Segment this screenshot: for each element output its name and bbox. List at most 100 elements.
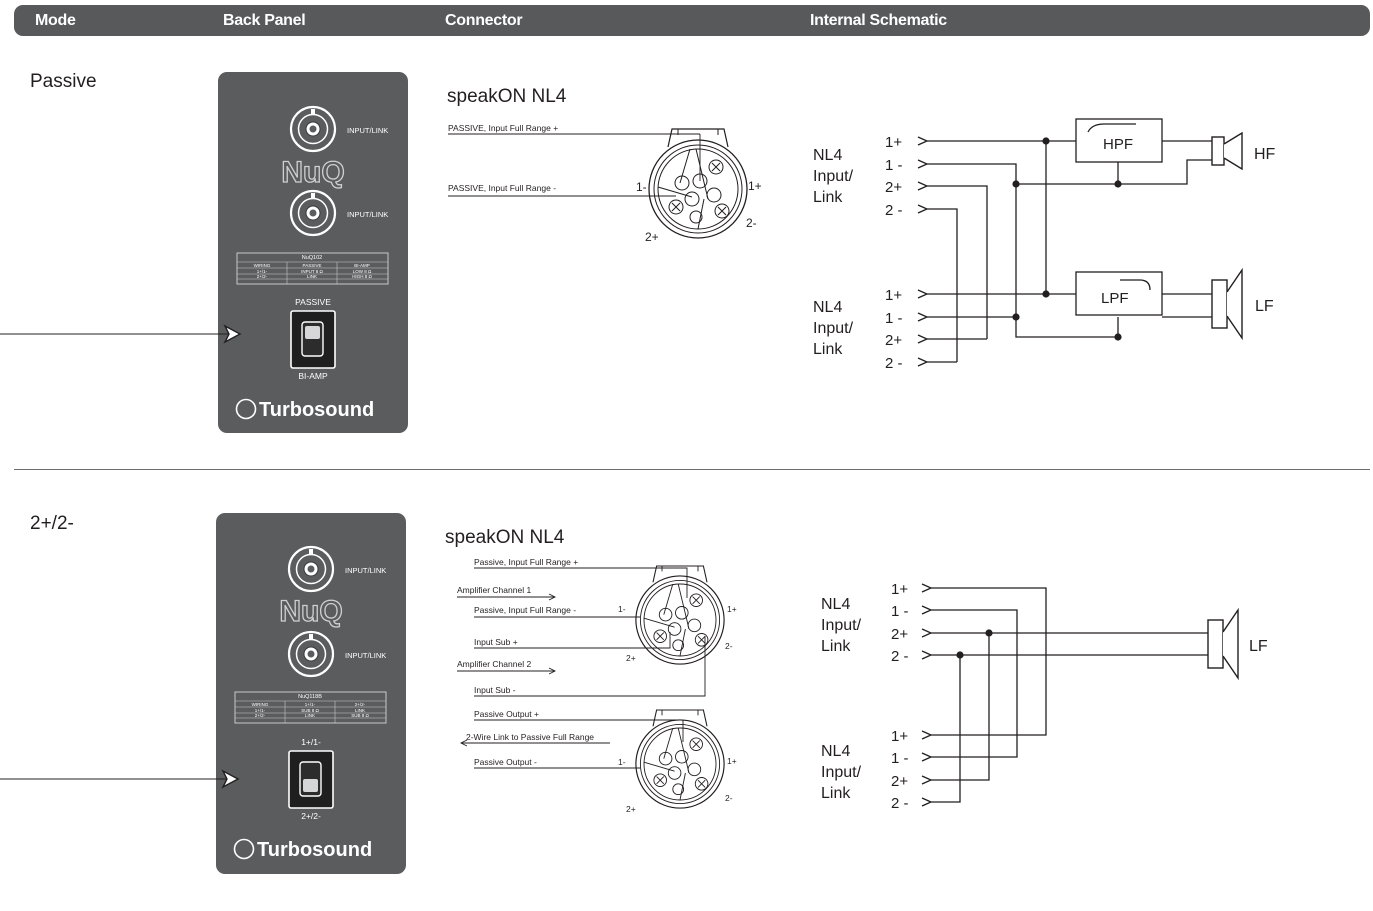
switch-label-top: 1+/1-	[301, 737, 321, 747]
nl4-group-label: Link	[821, 638, 851, 655]
wiring-table-cell: WIRING	[252, 702, 269, 707]
row-divider	[14, 469, 1370, 470]
nl4-group-label: NL4	[821, 596, 850, 613]
nl4-group-label: NL4	[821, 743, 850, 760]
nl4-group-label: Input/	[813, 320, 854, 337]
pin-label: 1 -	[891, 603, 909, 620]
wire-label: PASSIVE, Input Full Range +	[448, 123, 558, 133]
filter-label-lpf: LPF	[1101, 290, 1129, 307]
mode-switch-knob	[303, 779, 318, 792]
nl4-group-label: NL4	[813, 147, 842, 164]
column-header-back-panel: Back Panel	[223, 12, 306, 29]
turbosound-logo-icon	[233, 838, 255, 860]
nuq-logo: NuQ	[281, 156, 344, 189]
pin-label: 2-	[725, 793, 733, 803]
pin-label: 1+	[891, 728, 908, 745]
pin-label: 1-	[636, 180, 647, 194]
pin-label: 1 -	[891, 750, 909, 767]
nl4-connector-icon	[635, 709, 725, 809]
pin-label: 2 -	[885, 202, 903, 219]
switch-label-bottom: BI-AMP	[298, 371, 328, 381]
wiring-table-cell: LINK	[305, 713, 315, 718]
wire-label: PASSIVE, Input Full Range -	[448, 183, 556, 193]
pin-label: 2-	[746, 216, 757, 230]
wiring-table-cell: 2+/2-	[355, 702, 366, 707]
pin-label: 2-	[725, 641, 733, 651]
pin-label: 2+	[891, 626, 908, 643]
hf-speaker-icon	[1211, 132, 1243, 170]
driver-label-hf: HF	[1254, 146, 1276, 163]
pin-label: 2 -	[891, 648, 909, 665]
mode-switch-knob	[305, 326, 320, 339]
column-header-connector: Connector	[445, 12, 523, 29]
nl4-connector-icon	[635, 565, 725, 665]
pin-label: 1+	[727, 756, 737, 766]
connector-diagram-2plus-2minus: Passive, Input Full Range + Amplifier Ch…	[457, 557, 737, 814]
wiring-table	[234, 691, 387, 724]
wire-label: Input Sub -	[474, 685, 516, 695]
pin-label: 1-	[618, 757, 626, 767]
switch-pointer-arrow	[0, 769, 240, 789]
speakon-socket-icon	[289, 105, 337, 153]
pin-label: 1-	[618, 604, 626, 614]
pin-label: 2+	[626, 804, 636, 814]
driver-label-lf: LF	[1249, 638, 1268, 655]
mode-label-2plus-2minus: 2+/2-	[30, 513, 74, 534]
wiring-table-cell: BI-AMP	[354, 263, 370, 268]
panel-connector-label: INPUT/LINK	[347, 126, 388, 135]
wiring-table-cell: 2+/2-	[255, 713, 266, 718]
pin-label: 1+	[885, 134, 902, 151]
pin-label: 1 -	[885, 310, 903, 327]
wire-label: Input Sub +	[474, 637, 518, 647]
pin-label: 2 -	[891, 795, 909, 812]
wiring-table-cell: 1+/1-	[305, 702, 316, 707]
wire-label: Passive Output -	[474, 757, 537, 767]
hpf-filter-block	[1075, 118, 1163, 163]
filter-label-hpf: HPF	[1103, 136, 1133, 153]
wiring-table-cell: LINK	[307, 274, 317, 279]
wire-label: Amplifier Channel 2	[457, 659, 531, 669]
column-header-internal-schematic: Internal Schematic	[810, 12, 947, 29]
panel-connector-label: INPUT/LINK	[345, 651, 386, 660]
wiring-table-cell: SUB 8 Ω	[301, 708, 319, 713]
nl4-group-label: Input/	[813, 168, 854, 185]
nl4-group-label: Input/	[821, 617, 862, 634]
connector-title-2plus-2minus: speakON NL4	[445, 527, 565, 548]
nuq-logo: NuQ	[279, 595, 342, 628]
speakon-socket-icon	[287, 630, 335, 678]
nl4-connector-icon	[648, 128, 748, 239]
wire-label: Passive Output +	[474, 709, 539, 719]
nl4-group-label: Link	[821, 785, 851, 802]
back-panel-2plus-2minus-content: INPUT/LINK NuQ INPUT/LINK NuQ118B WIRING…	[233, 545, 387, 861]
wiring-table-cell: PASSIVE	[303, 263, 322, 268]
wiring-table-cell: 1+/1-	[255, 708, 266, 713]
pin-label: 1+	[885, 287, 902, 304]
brand-logo: Turbosound	[259, 399, 374, 421]
wiring-table-cell: HIGH 8 Ω	[352, 274, 372, 279]
wire-label: 2-Wire Link to Passive Full Range	[466, 732, 594, 742]
back-panel-passive-content: INPUT/LINK NuQ INPUT/LINK NuQ102 WIRING …	[235, 105, 389, 421]
nl4-group-label: NL4	[813, 299, 842, 316]
wiring-table-cell: 2+/2-	[257, 274, 268, 279]
turbosound-logo-icon	[235, 398, 257, 420]
pin-label: 1+	[727, 604, 737, 614]
schematic-passive: NL4 Input/ Link NL4 Input/ Link 1+ 1 - 2…	[813, 118, 1276, 372]
wiring-table-cell: LOW 8 Ω	[353, 269, 372, 274]
pin-label: 2+	[645, 230, 659, 244]
schematic-2plus-2minus: NL4 Input/ Link NL4 Input/ Link 1+ 1 - 2…	[821, 581, 1268, 812]
pin-label: 2+	[626, 653, 636, 663]
switch-label-top: PASSIVE	[295, 297, 331, 307]
lpf-filter-block	[1075, 271, 1163, 316]
speakon-socket-icon	[287, 545, 335, 593]
pin-label: 2+	[891, 773, 908, 790]
lf-speaker-icon	[1211, 269, 1243, 339]
panel-connector-label: INPUT/LINK	[345, 566, 386, 575]
wiring-table-cell: SUB 8 Ω	[351, 713, 369, 718]
wiring-table-cell: INPUT 8 Ω	[301, 269, 323, 274]
column-header-bar: Mode Back Panel Connector Internal Schem…	[14, 5, 1370, 36]
pin-label: 1 -	[885, 157, 903, 174]
nl4-group-label: Link	[813, 341, 843, 358]
wiring-table-cell: 1+/1-	[257, 269, 268, 274]
wiring-table	[236, 252, 389, 285]
pin-label: 2 -	[885, 355, 903, 372]
